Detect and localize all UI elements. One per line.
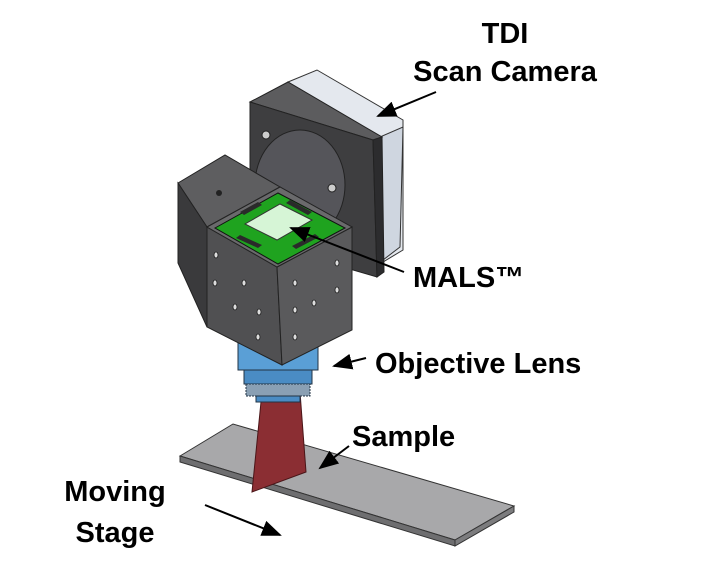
objective-arrow bbox=[332, 353, 367, 370]
optics-block bbox=[177, 154, 354, 366]
sample-label: Sample bbox=[352, 421, 456, 453]
mals-module bbox=[213, 192, 347, 265]
camera-arrow bbox=[376, 91, 437, 117]
camera-label-line1: TDI bbox=[481, 18, 529, 50]
moving-stage bbox=[178, 423, 516, 547]
camera-label-line2: Scan Camera bbox=[413, 56, 597, 88]
stage-label-line2: Stage bbox=[75, 517, 155, 549]
mals-label: MALS™ bbox=[413, 262, 525, 294]
stage-label-line1: Moving bbox=[64, 476, 166, 508]
stage-arrow bbox=[204, 504, 282, 536]
sample-arrow bbox=[318, 445, 350, 470]
mals-arrow bbox=[289, 227, 405, 273]
objective-lens-label: Objective Lens bbox=[375, 348, 582, 380]
